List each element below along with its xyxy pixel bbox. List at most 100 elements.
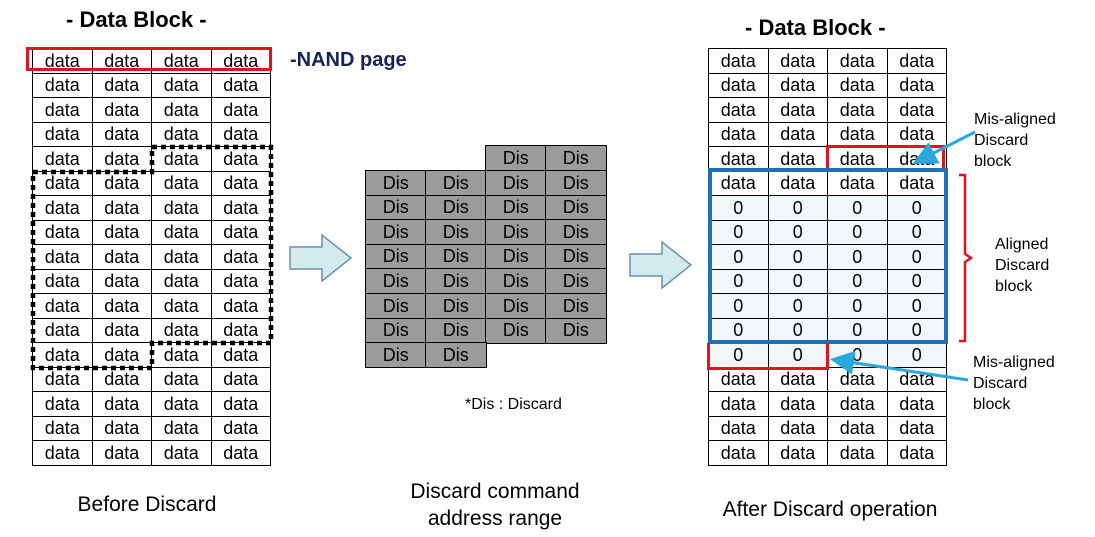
zeroed-cell: 0: [887, 318, 947, 343]
aligned-bracket: [959, 173, 974, 343]
data-cell: data: [33, 318, 93, 343]
data-cell: data: [92, 416, 152, 441]
data-cell: data: [33, 220, 93, 245]
zeroed-cell: 0: [709, 294, 769, 319]
data-cell: data: [768, 98, 828, 123]
zeroed-cell: 0: [887, 294, 947, 319]
data-cell: data: [768, 122, 828, 147]
data-cell: data: [92, 98, 152, 123]
misaligned-discard-bottom-highlight: [707, 343, 829, 370]
data-cell: data: [152, 98, 212, 123]
discard-cell: Dis: [545, 145, 607, 172]
data-cell: data: [152, 220, 212, 245]
misaligned-bottom-label: Mis-aligned Discard block: [973, 352, 1055, 415]
zeroed-cell: 0: [709, 196, 769, 221]
data-cell: data: [887, 441, 947, 466]
data-cell: data: [33, 49, 93, 74]
data-cell: data: [152, 441, 212, 466]
discard-cell: Dis: [485, 268, 547, 295]
discard-caption-line2: address range: [427, 507, 563, 530]
misaligned-top-label-line2: Discard: [974, 132, 1029, 149]
discard-caption-line1: Discard command: [410, 480, 580, 503]
data-cell: data: [92, 73, 152, 98]
data-cell: data: [709, 392, 769, 417]
zeroed-cell: 0: [887, 343, 947, 368]
data-cell: data: [33, 73, 93, 98]
data-cell: data: [92, 294, 152, 319]
data-cell: data: [33, 343, 93, 368]
data-cell: data: [33, 98, 93, 123]
misaligned-top-label: Mis-aligned Discard block: [974, 109, 1056, 172]
data-cell: data: [33, 196, 93, 221]
discard-cell: Dis: [485, 243, 547, 270]
zeroed-cell: 0: [887, 196, 947, 221]
zeroed-cell: 0: [828, 196, 888, 221]
data-cell: data: [709, 98, 769, 123]
misaligned-top-label-line3: block: [974, 153, 1012, 170]
discard-cell: Dis: [425, 342, 487, 369]
discard-caption: Discard command address range: [375, 478, 615, 532]
discard-cell: Dis: [545, 194, 607, 221]
data-cell: data: [768, 367, 828, 392]
discard-note: *Dis : Discard: [465, 396, 562, 413]
data-cell: data: [828, 171, 888, 196]
data-cell: data: [828, 441, 888, 466]
data-cell: data: [152, 318, 212, 343]
data-cell: data: [92, 220, 152, 245]
zeroed-cell: 0: [709, 318, 769, 343]
data-cell: data: [92, 441, 152, 466]
data-cell: data: [768, 73, 828, 98]
aligned-label-line1: Aligned: [995, 236, 1049, 253]
discard-cell: Dis: [365, 243, 427, 270]
discard-cell: Dis: [545, 317, 607, 344]
data-cell: data: [92, 196, 152, 221]
data-cell: data: [828, 416, 888, 441]
data-cell: data: [768, 392, 828, 417]
misaligned-bottom-label-line1: Mis-aligned: [973, 354, 1055, 371]
after-block-title: - Data Block -: [745, 15, 886, 40]
data-cell: data: [709, 73, 769, 98]
data-cell: data: [828, 73, 888, 98]
data-cell: data: [709, 416, 769, 441]
zeroed-cell: 0: [828, 245, 888, 270]
data-cell: data: [211, 416, 271, 441]
zeroed-cell: 0: [768, 294, 828, 319]
data-cell: data: [92, 269, 152, 294]
flow-arrow-right-icon: [629, 240, 693, 290]
discard-cell: Dis: [425, 243, 487, 270]
data-cell: data: [152, 392, 212, 417]
misaligned-bottom-label-line3: block: [973, 396, 1011, 413]
data-cell: data: [33, 416, 93, 441]
data-cell: data: [828, 49, 888, 74]
data-cell: data: [33, 441, 93, 466]
data-cell: data: [211, 220, 271, 245]
data-cell: data: [152, 269, 212, 294]
data-cell: data: [152, 73, 212, 98]
data-cell: data: [152, 294, 212, 319]
nand-page-highlight: [26, 47, 272, 71]
zeroed-cell: 0: [709, 245, 769, 270]
zeroed-cell: 0: [768, 245, 828, 270]
zeroed-cell: 0: [887, 220, 947, 245]
discard-cell: Dis: [485, 194, 547, 221]
misaligned-top-label-line1: Mis-aligned: [974, 111, 1056, 128]
data-cell: data: [887, 73, 947, 98]
discard-cell: Dis: [485, 293, 547, 320]
data-cell: data: [211, 73, 271, 98]
data-cell: data: [152, 367, 212, 392]
zeroed-cell: 0: [887, 269, 947, 294]
zeroed-cell: 0: [768, 318, 828, 343]
discard-cell: Dis: [365, 342, 427, 369]
zeroed-cell: 0: [768, 220, 828, 245]
data-cell: data: [92, 49, 152, 74]
nand-page-label: -NAND page: [290, 49, 407, 71]
data-cell: data: [33, 171, 93, 196]
data-cell: data: [709, 367, 769, 392]
data-cell: data: [887, 49, 947, 74]
data-cell: data: [152, 245, 212, 270]
data-cell: data: [709, 441, 769, 466]
